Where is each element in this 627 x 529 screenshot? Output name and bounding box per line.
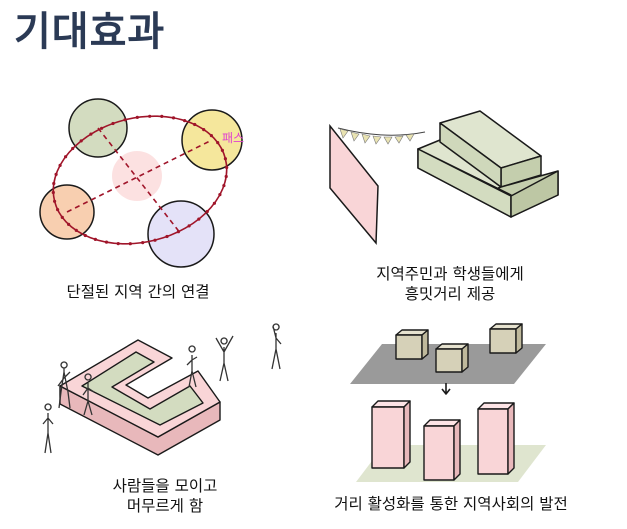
path-dot — [79, 139, 83, 143]
path-dot — [93, 237, 97, 241]
path-dot — [123, 118, 127, 122]
path-dot — [56, 208, 60, 212]
path-dot — [64, 155, 68, 159]
caption-growth: 거리 활성화를 통한 지역사회의 발전 — [334, 495, 568, 513]
path-dot — [100, 126, 104, 130]
pink-wall — [329, 123, 379, 245]
path-dot — [135, 115, 139, 119]
path-dot — [53, 199, 57, 203]
path-dot — [209, 134, 213, 138]
path-dot — [218, 193, 222, 197]
caption-gathering: 사람들을 모이고 머무르게 함 — [112, 477, 218, 515]
path-dot — [141, 241, 145, 245]
path-dot — [153, 238, 157, 242]
path-dot — [183, 119, 187, 123]
down-arrow-icon — [441, 383, 451, 395]
bunting-flags — [339, 128, 415, 145]
path-dot — [176, 230, 180, 234]
path-dot — [74, 228, 78, 232]
path-dot — [187, 224, 191, 228]
path-dot — [222, 184, 226, 188]
path-dot — [67, 222, 71, 226]
panel-gathering-figure — [42, 323, 282, 456]
center-pink-circle — [112, 151, 162, 201]
cross-path-1 — [97, 127, 182, 235]
path-dot — [71, 146, 75, 151]
bunting-string — [337, 127, 426, 136]
path-dot — [212, 201, 216, 205]
page-title: 기대효과 — [14, 9, 166, 55]
panel-steps-figure — [329, 110, 559, 245]
lavender-circle — [147, 200, 215, 268]
caption-connection: 단절된 지역 간의 연결 — [66, 283, 210, 301]
path-dot — [205, 209, 209, 214]
path-dot — [225, 165, 229, 170]
path-dot — [128, 242, 132, 246]
path-dot — [60, 215, 64, 219]
path-dot — [216, 141, 220, 145]
path-dot — [104, 240, 109, 244]
path-dot — [160, 114, 164, 118]
path-tag-label: 패스 — [222, 131, 244, 145]
path-dot — [165, 234, 169, 239]
path-dot — [223, 157, 227, 161]
path-dot — [111, 121, 115, 126]
caption-attraction: 지역주민과 학생들에게 흥밋거리 제공 — [376, 265, 524, 303]
small-cubes — [395, 323, 523, 373]
l-platform-inner — [81, 351, 204, 426]
path-dot — [197, 217, 201, 221]
people-sketches — [42, 323, 282, 454]
path-dot — [220, 148, 224, 152]
path-dot — [51, 190, 55, 195]
path-dot — [52, 181, 56, 186]
path-dot — [193, 122, 197, 127]
path-dot — [116, 242, 120, 246]
path-dot — [148, 114, 152, 118]
tall-towers — [371, 400, 515, 481]
panel-growth-figure — [350, 323, 546, 482]
path-dot — [54, 172, 58, 176]
green-steps — [417, 110, 559, 218]
panel-connection-figure — [39, 98, 243, 268]
path-dot — [224, 174, 228, 179]
path-dot — [58, 163, 62, 167]
path-dot — [171, 116, 176, 120]
path-dot — [202, 128, 206, 132]
path-dot — [89, 132, 93, 136]
path-dot — [83, 233, 87, 238]
